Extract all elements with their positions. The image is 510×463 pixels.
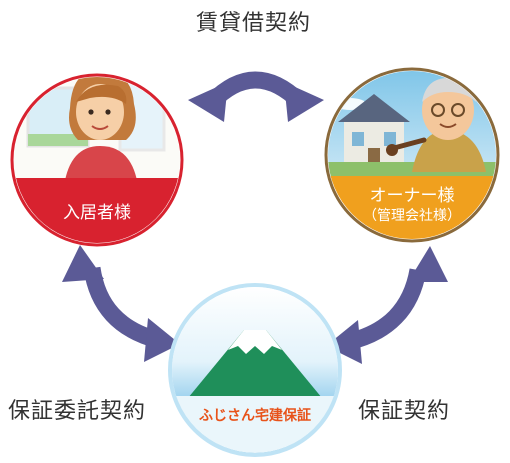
tenant-label: 入居者様	[63, 203, 131, 223]
guarantee-contract-label: 保証契約	[358, 399, 451, 424]
owner-label: オーナー様	[369, 186, 455, 206]
owner-node	[324, 67, 500, 243]
lease-arrow	[188, 71, 324, 122]
lease-contract-label: 賃貸借契約	[196, 11, 312, 36]
guarantor-brand-label: ふじさん宅建保証	[199, 408, 311, 424]
guarantee-consignment-label: 保証委託契約	[8, 399, 147, 424]
guarantor-node	[168, 283, 342, 457]
owner-sublabel: （管理会社様）	[363, 208, 461, 224]
consignment-arrow	[62, 245, 180, 362]
tenant-illustration	[64, 77, 138, 186]
guarantee-arrow	[326, 246, 448, 364]
tenant-node	[10, 73, 184, 247]
owner-illustration	[386, 78, 486, 172]
